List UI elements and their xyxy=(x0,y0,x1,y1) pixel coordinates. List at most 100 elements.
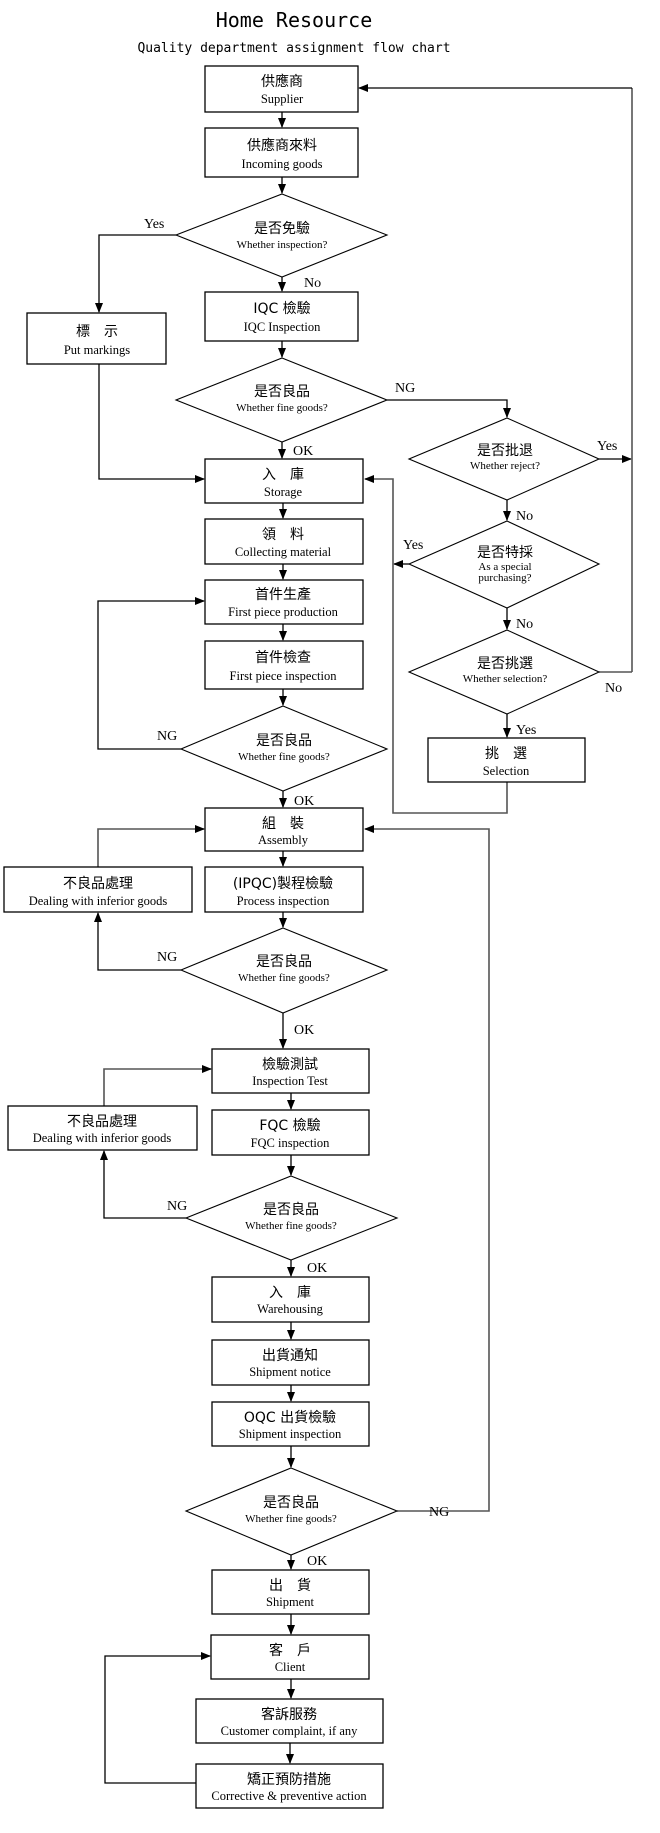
label-fp-ok: OK xyxy=(294,794,314,809)
node-assembly-en: Assembly xyxy=(258,833,309,847)
node-fqc-en: FQC inspection xyxy=(251,1136,331,1150)
node-process-inspection: (IPQC)製程檢驗 Process inspection xyxy=(204,866,364,913)
label-select-yes: Yes xyxy=(516,723,536,738)
decision-iqc-fine-goods: 是否良品 Whether fine goods? xyxy=(174,357,389,443)
node-shipment-inspection: OQC 出貨檢驗 Shipment inspection xyxy=(211,1401,370,1447)
node-dealing-inferior-goods-1: 不良品處理 Dealing with inferior goods xyxy=(3,866,193,913)
decision-oqc-fine-goods: 是否良品 Whether fine goods? xyxy=(184,1467,399,1556)
label-reject-no: No xyxy=(516,509,533,524)
label-ipqc-ok: OK xyxy=(294,1023,314,1038)
decision-ipqc-fine-goods: 是否良品 Whether fine goods? xyxy=(179,927,389,1014)
decision-fp-fine-zh: 是否良品 xyxy=(256,733,312,749)
node-markings-zh: 標 示 xyxy=(76,324,118,340)
node-assembly: 組 裝 Assembly xyxy=(204,807,364,852)
node-inspection-test: 檢驗測試 Inspection Test xyxy=(211,1048,370,1094)
decision-exempt-en: Whether inspection? xyxy=(237,239,328,251)
node-client: 客 戶 Client xyxy=(210,1634,370,1680)
chart-subtitle: Quality department assignment flow chart xyxy=(137,41,450,56)
edge-ipqc-ng-inferior1 xyxy=(94,912,181,971)
decision-fqc-fine-goods: 是否良品 Whether fine goods? xyxy=(184,1175,399,1261)
node-supplier-en: Supplier xyxy=(261,92,304,106)
decision-reject-en: Whether reject? xyxy=(470,460,540,472)
label-oqc-ok: OK xyxy=(307,1554,327,1569)
decision-iqc-fine-zh: 是否良品 xyxy=(254,384,310,400)
decision-select-en: Whether selection? xyxy=(463,673,548,685)
edge-selection-storage xyxy=(364,475,508,814)
decision-oqc-fine-en: Whether fine goods? xyxy=(245,1513,337,1525)
node-assembly-zh: 組 裝 xyxy=(262,816,304,832)
edge-markings-storage xyxy=(98,364,205,483)
edge-fp-ng-loop xyxy=(97,597,205,750)
edge-inferior2-insptest xyxy=(103,1065,212,1106)
node-client-zh: 客 戶 xyxy=(269,1642,311,1659)
label-select-no: No xyxy=(605,681,622,696)
node-complaint-zh: 客訴服務 xyxy=(261,1706,317,1723)
node-warehousing-zh: 入 庫 xyxy=(269,1284,311,1301)
decision-special-en2: purchasing? xyxy=(478,572,531,584)
label-reject-yes: Yes xyxy=(597,439,617,454)
node-collecting-material: 領 料 Collecting material xyxy=(204,518,364,565)
node-selection: 挑 選 Selection xyxy=(427,737,586,783)
node-warehousing-en: Warehousing xyxy=(257,1302,323,1316)
label-oqc-ng: NG xyxy=(429,1505,449,1520)
connectors xyxy=(94,84,633,1784)
label-exempt-no: No xyxy=(304,276,321,291)
node-storage-en: Storage xyxy=(264,485,303,499)
decision-oqc-fine-zh: 是否良品 xyxy=(263,1495,319,1511)
edge-oqc-ng-assembly xyxy=(364,825,490,1512)
node-fqc-zh: FQC 檢驗 xyxy=(259,1117,320,1134)
node-client-en: Client xyxy=(275,1660,306,1674)
node-markings-en: Put markings xyxy=(64,343,130,357)
node-inferior2-zh: 不良品處理 xyxy=(67,1114,137,1130)
node-insptest-en: Inspection Test xyxy=(252,1074,328,1088)
node-storage: 入 庫 Storage xyxy=(204,458,364,504)
node-corrective-en: Corrective & preventive action xyxy=(211,1789,367,1803)
node-fpinsp-zh: 首件檢查 xyxy=(255,649,311,666)
node-complaint-en: Customer complaint, if any xyxy=(221,1724,359,1738)
edge-exempt-yes-markings xyxy=(95,234,176,313)
edge-fqc-ng-inferior2 xyxy=(100,1150,186,1219)
edge-labels: Yes No NG OK Yes No Yes No No Yes NG OK … xyxy=(144,217,622,1569)
node-selection-en: Selection xyxy=(483,764,530,778)
node-storage-zh: 入 庫 xyxy=(262,466,304,483)
node-inferior1-zh: 不良品處理 xyxy=(63,876,133,892)
chart-title: Home Resource xyxy=(216,8,373,32)
decision-ipqc-fine-zh: 是否良品 xyxy=(256,954,312,970)
decision-select-zh: 是否挑選 xyxy=(477,656,533,672)
node-ipqc-en: Process inspection xyxy=(237,894,330,908)
node-selection-zh: 挑 選 xyxy=(485,746,527,762)
decision-exempt-zh: 是否免驗 xyxy=(254,221,310,237)
node-first-piece-inspection: 首件檢查 First piece inspection xyxy=(204,640,364,690)
decision-ipqc-fine-en: Whether fine goods? xyxy=(238,972,330,984)
node-first-piece-production: 首件生產 First piece production xyxy=(204,579,364,625)
node-collecting-en: Collecting material xyxy=(235,545,332,559)
label-ipqc-ng: NG xyxy=(157,950,177,965)
node-shipment: 出 貨 Shipment xyxy=(211,1569,370,1615)
decision-special-en1: As a special xyxy=(478,561,531,573)
edge-inferior1-assembly xyxy=(97,825,205,867)
node-supplier: 供應商 Supplier xyxy=(204,65,359,113)
node-collecting-zh: 領 料 xyxy=(262,526,304,543)
node-fpprod-zh: 首件生產 xyxy=(255,586,311,603)
label-special-yes: Yes xyxy=(403,538,423,553)
node-iqc-en: IQC Inspection xyxy=(244,320,321,334)
node-supplier-zh: 供應商 xyxy=(261,73,303,90)
label-fp-ng: NG xyxy=(157,729,177,744)
node-iqc-inspection: IQC 檢驗 IQC Inspection xyxy=(204,291,359,342)
node-shipment-zh: 出 貨 xyxy=(269,1577,311,1594)
decision-fqc-fine-zh: 是否良品 xyxy=(263,1202,319,1218)
node-oqc-zh: OQC 出貨檢驗 xyxy=(244,1409,336,1426)
decision-fqc-fine-en: Whether fine goods? xyxy=(245,1220,337,1232)
node-notice-zh: 出貨通知 xyxy=(262,1347,318,1364)
decision-selection: 是否挑選 Whether selection? xyxy=(407,629,601,715)
node-incoming-goods: 供應商來料 Incoming goods xyxy=(204,127,359,178)
node-fpinsp-en: First piece inspection xyxy=(230,669,338,683)
decision-inspection-exempt: 是否免驗 Whether inspection? xyxy=(174,193,389,278)
label-fqc-ng: NG xyxy=(167,1199,187,1214)
decision-reject: 是否批退 Whether reject? xyxy=(407,417,601,501)
label-iqc-ng: NG xyxy=(395,381,415,396)
decision-special-purchasing: 是否特採 As a special purchasing? xyxy=(407,520,601,609)
node-iqc-zh: IQC 檢驗 xyxy=(253,300,310,317)
node-corrective-preventive-action: 矯正預防措施 Corrective & preventive action xyxy=(195,1763,384,1809)
